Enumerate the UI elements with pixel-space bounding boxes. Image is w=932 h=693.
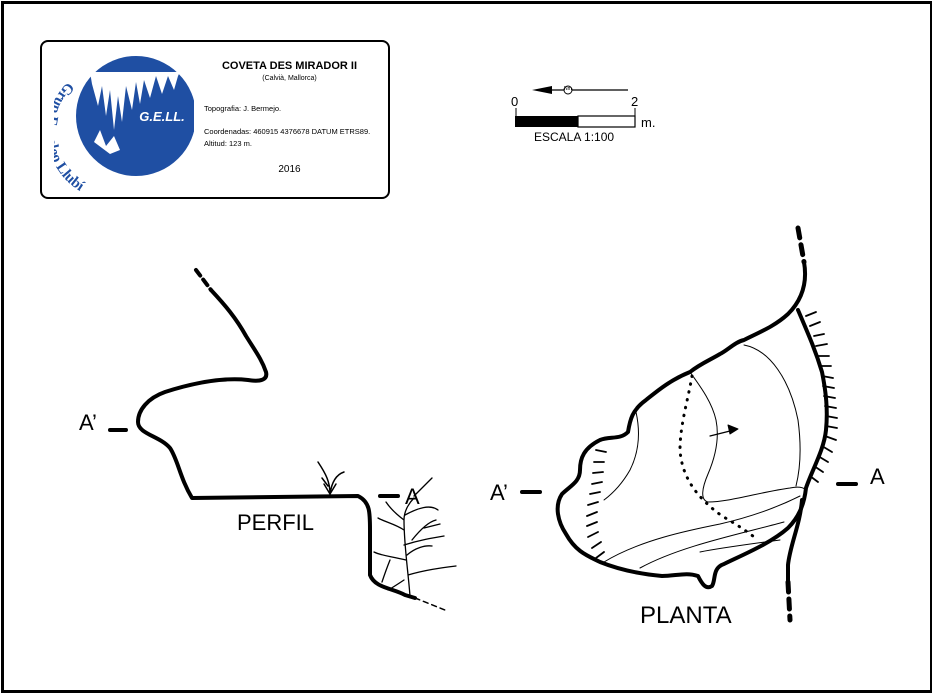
gell-logo: G.E.LL. Grup Espeleo Llubí — [54, 56, 194, 194]
cave-location: (Calvià, Mallorca) — [262, 75, 317, 82]
perfil-section-left: A’ — [79, 410, 97, 435]
coordinates: Coordenadas: 460915 4376678 DATUM ETRS89… — [204, 127, 371, 136]
north-arrow-icon — [532, 86, 552, 94]
planta-drawing — [520, 225, 858, 623]
perfil-section-right: A — [405, 484, 420, 509]
planta-section-right: A — [870, 464, 885, 489]
scale-end-label: 2 — [631, 94, 639, 109]
survey-year: 2016 — [278, 164, 301, 175]
planta-title: PLANTA — [640, 602, 732, 629]
cave-title: COVETA DES MIRADOR II — [221, 60, 358, 72]
planta-section-left: A’ — [490, 480, 508, 505]
perfil-title: PERFIL — [237, 510, 315, 535]
north-label: Nm — [564, 86, 572, 92]
altitude: Altitud: 123 m. — [204, 139, 252, 148]
scale-unit-label: m. — [641, 115, 656, 130]
scale-label: ESCALA 1:100 — [534, 130, 615, 144]
scale-start-label: 0 — [511, 94, 519, 109]
svg-text:G.E.LL.: G.E.LL. — [139, 109, 185, 124]
scale-bar — [515, 85, 636, 128]
title-block: G.E.LL. Grup Espeleo Llubí COVETA DES MI… — [40, 40, 390, 199]
topography-credit: Topografia: J. Bermejo. — [204, 104, 282, 113]
perfil-drawing — [108, 268, 457, 611]
